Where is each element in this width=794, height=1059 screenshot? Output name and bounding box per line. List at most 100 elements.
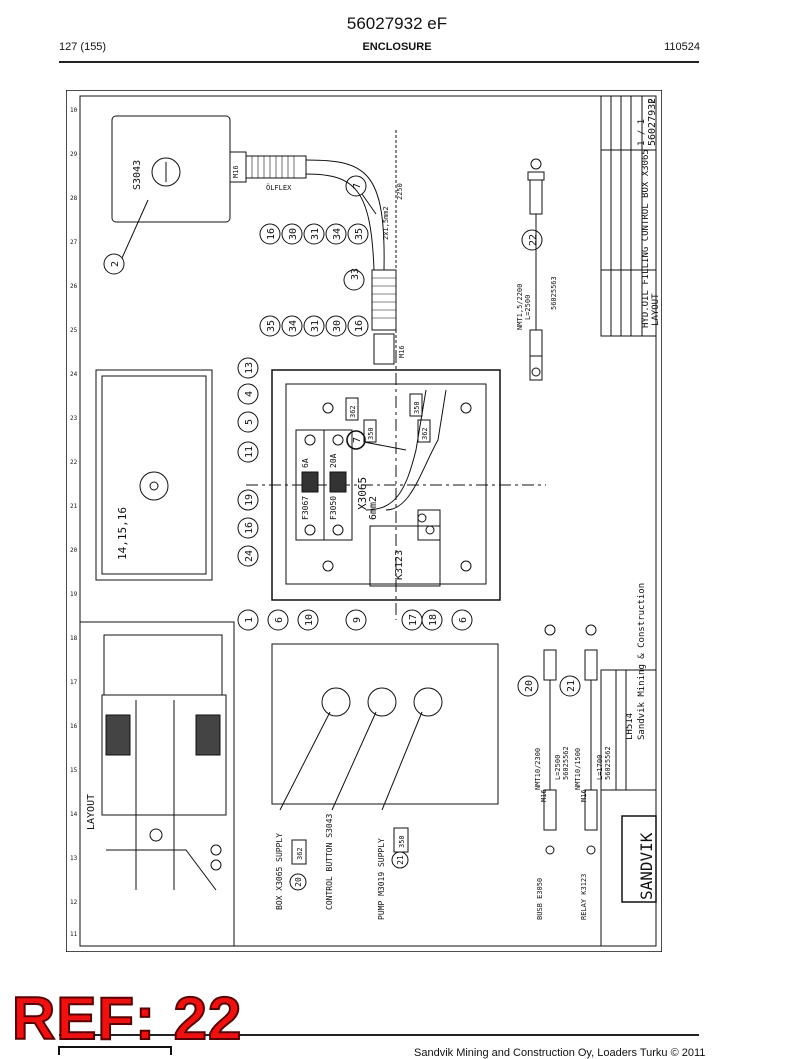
balloon-bottom-circle xyxy=(421,609,443,631)
supply-ref-21: 21 xyxy=(396,855,405,865)
balloon-left-circle xyxy=(237,411,259,433)
balloon-33: 33 xyxy=(350,268,361,280)
svg-text:19: 19 xyxy=(70,591,78,598)
cable22-spec: NMT1,5/2200 xyxy=(516,284,524,330)
sheet-number: 1 / 1 xyxy=(637,119,647,146)
svg-text:27: 27 xyxy=(70,239,78,246)
drawing-number: 56027932 xyxy=(647,98,658,146)
page-number: 127 (155) xyxy=(59,41,107,53)
title-block xyxy=(600,95,657,947)
svg-text:13: 13 xyxy=(70,855,78,862)
balloon-top-circle xyxy=(281,223,303,245)
wire-tag-box xyxy=(409,393,423,417)
balloon-top-label: 16 xyxy=(266,228,277,240)
supply-tag-350: 350 xyxy=(398,835,406,848)
panel-14-15-16 xyxy=(95,369,213,581)
balloon-left-label: 19 xyxy=(244,494,255,506)
svg-text:29: 29 xyxy=(70,151,78,158)
balloon-bottom-circle xyxy=(345,609,367,631)
cable20-len: L=2500 xyxy=(554,755,562,780)
revision: F xyxy=(648,99,658,104)
balloon-top-label: 31 xyxy=(310,228,321,240)
cable-ref-label: ÖLFLEX xyxy=(266,183,292,192)
footer-rule xyxy=(59,1034,699,1036)
document-number: 56027932 eF xyxy=(346,14,448,33)
wire-tag-label: 350 xyxy=(367,427,375,440)
svg-text:17: 17 xyxy=(70,679,78,686)
balloon-left-circle xyxy=(237,545,259,567)
balloon-left-label: 13 xyxy=(244,362,255,374)
balloon-mid-label: 35 xyxy=(266,320,277,332)
balloon-left-label: 24 xyxy=(244,550,255,562)
wire-tag-box xyxy=(345,397,359,421)
balloon-top-label: 34 xyxy=(332,228,343,240)
balloon-cable-label: 20 xyxy=(524,680,535,692)
cable-spec: 2x1,5mm2 xyxy=(382,206,390,240)
svg-text:12: 12 xyxy=(70,899,78,906)
fuse-rating-6a: 6A xyxy=(301,458,310,468)
layout-inset xyxy=(79,621,235,947)
balloon-left-label: 16 xyxy=(244,522,255,534)
pump-supply-label: PUMP M3019 SUPPLY xyxy=(377,838,386,920)
balloon-mid-circle xyxy=(347,315,369,337)
balloon-cable-label: 21 xyxy=(566,680,577,692)
wire-tag-label: 350 xyxy=(413,401,421,414)
footer-copyright: Sandvik Mining and Construction Oy, Load… xyxy=(414,1047,706,1059)
sandvik-logo: SANDVIK xyxy=(637,832,656,900)
balloon-top-circle xyxy=(347,223,369,245)
balloon-top-circle xyxy=(325,223,347,245)
balloon-top-label: 35 xyxy=(354,228,365,240)
svg-text:28: 28 xyxy=(70,195,78,202)
svg-text:23: 23 xyxy=(70,415,78,422)
machine-model: LH514 xyxy=(625,713,635,740)
svg-text:25: 25 xyxy=(70,327,78,334)
m16-cable21: M16 xyxy=(580,789,588,802)
relay-label: RELAY K3123 xyxy=(580,874,588,920)
x3065-label: X3065 xyxy=(356,477,369,510)
m16-label-top: M16 xyxy=(232,165,240,178)
cable20-spec: NMT10/2300 xyxy=(534,748,542,790)
balloon-bottom-circle xyxy=(267,609,289,631)
header-rule xyxy=(59,61,699,63)
svg-text:15: 15 xyxy=(70,767,78,774)
balloon-mid-circle xyxy=(259,315,281,337)
balloon-left-circle xyxy=(237,357,259,379)
cable22-len: L=2500 xyxy=(524,295,532,320)
layout-label: LAYOUT xyxy=(86,794,97,830)
balloon-top-label: 30 xyxy=(288,228,299,240)
supply-tag-362: 362 xyxy=(296,847,304,860)
supply-panel xyxy=(271,643,499,805)
balloon-left-label: 11 xyxy=(244,446,255,458)
fuse-f3067: F3067 xyxy=(301,496,310,520)
cable20-part: 56025562 xyxy=(562,746,570,780)
svg-text:26: 26 xyxy=(70,283,78,290)
balloon-mid-circle xyxy=(281,315,303,337)
balloon-left-circle xyxy=(237,517,259,539)
balloon-bottom-label: 9 xyxy=(352,617,363,623)
wire-tag-box xyxy=(363,419,377,443)
cable21-part: 56025562 xyxy=(604,746,612,780)
balloon-2: 2 xyxy=(110,261,121,267)
company-name: Sandvik Mining & Construction xyxy=(637,583,647,740)
section-title: ENCLOSURE xyxy=(362,41,432,53)
balloon-7-mid: 7 xyxy=(352,437,363,443)
s3043-box xyxy=(111,115,231,223)
svg-text:24: 24 xyxy=(70,371,78,378)
k3123-relay xyxy=(369,525,441,587)
balloon-bottom-label: 17 xyxy=(408,614,419,626)
balloon-left-label: 5 xyxy=(244,419,255,425)
busbar-label: BUSB E3050 xyxy=(536,878,544,920)
wire-tag-box xyxy=(417,419,431,443)
m16-label-mid: M16 xyxy=(398,345,406,358)
balloon-bottom-label: 10 xyxy=(304,614,315,626)
balloon-cable-circle xyxy=(517,675,539,697)
svg-text:14: 14 xyxy=(70,811,78,818)
date-code: 110524 xyxy=(664,41,700,53)
cable21-len: L=1700 xyxy=(596,755,604,780)
balloon-mid-label: 31 xyxy=(310,320,321,332)
